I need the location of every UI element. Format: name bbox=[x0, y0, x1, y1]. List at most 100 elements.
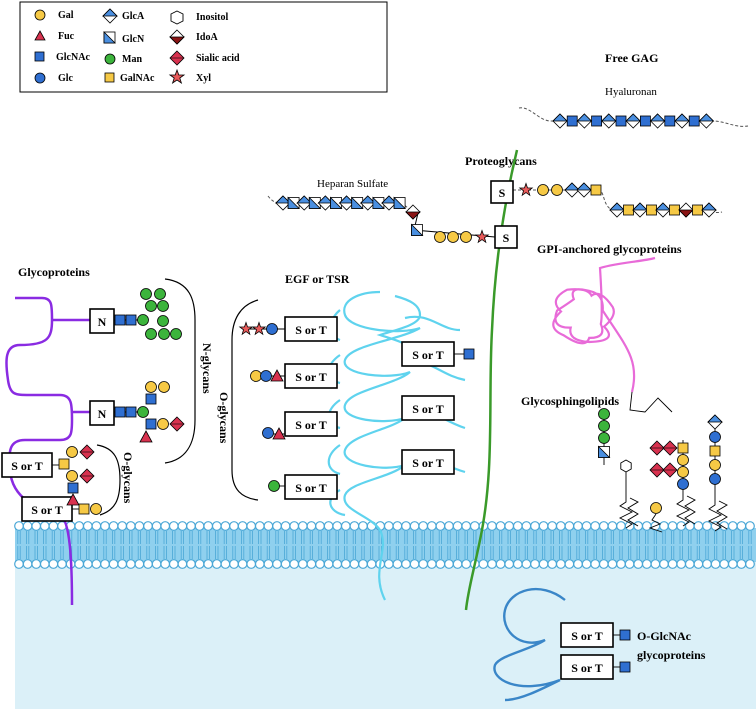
o-glycans-center-bracket bbox=[231, 299, 259, 501]
lipid-head-outer bbox=[31, 521, 42, 531]
man-sugar bbox=[154, 288, 166, 300]
idoa-legend-icon bbox=[169, 29, 185, 45]
lipid-head-outer bbox=[237, 521, 248, 531]
lipid-head-outer bbox=[254, 521, 265, 531]
lipid-head-inner bbox=[366, 559, 377, 569]
lipid-head-inner bbox=[607, 559, 618, 569]
gal-sugar bbox=[650, 502, 662, 514]
lipid-head-outer bbox=[82, 521, 93, 531]
lipid-head-inner bbox=[194, 559, 205, 569]
glcn-sugar bbox=[598, 445, 611, 458]
lipid-head-outer bbox=[383, 521, 394, 531]
svg-text:S or T: S or T bbox=[31, 503, 63, 517]
lipid-head-inner bbox=[693, 559, 704, 569]
lipid-head-inner bbox=[306, 559, 317, 569]
glca-sugar bbox=[275, 195, 291, 211]
lipid-head-inner bbox=[100, 559, 110, 569]
lipid-head-outer bbox=[564, 521, 575, 531]
serine-box-lower: S bbox=[494, 225, 518, 249]
lipid-head-outer bbox=[186, 521, 196, 531]
lipid-head-inner bbox=[564, 559, 575, 569]
st-box-egf: S or T bbox=[284, 411, 338, 437]
man-legend-icon bbox=[104, 53, 116, 65]
lipid-head-inner bbox=[702, 559, 712, 569]
lipid-head-inner bbox=[504, 559, 515, 569]
lipid-head-inner bbox=[444, 559, 454, 569]
lipid-head-inner bbox=[177, 559, 188, 569]
heparan-sulfate-sugars bbox=[275, 195, 490, 244]
man-sugar bbox=[170, 328, 182, 340]
svg-text:S or T: S or T bbox=[571, 629, 603, 643]
lipid-head-inner bbox=[186, 559, 196, 569]
lipid-head-inner bbox=[211, 559, 222, 569]
lipid-head-outer bbox=[512, 521, 523, 531]
o-glcnac-label-2: glycoproteins bbox=[637, 648, 706, 662]
st-box-left-1: S or T bbox=[1, 452, 53, 478]
lipid-head-inner bbox=[581, 559, 592, 569]
man-sugar bbox=[268, 480, 280, 492]
galnac-sugar bbox=[623, 204, 634, 216]
sialic-acid-sugar bbox=[649, 462, 665, 478]
lipid-head-outer bbox=[736, 521, 747, 531]
proteoglycan-sugars bbox=[518, 182, 717, 218]
lipid-head-inner bbox=[82, 559, 93, 569]
lipid-head-inner bbox=[736, 559, 747, 569]
lipid-head-inner bbox=[452, 559, 463, 569]
lipid-head-outer bbox=[392, 521, 403, 531]
lipid-head-outer bbox=[667, 521, 678, 531]
glcnac-sugar bbox=[664, 115, 676, 127]
glcnac-sugar bbox=[125, 314, 137, 326]
o-glycans-left-bracket bbox=[96, 444, 121, 516]
lipid-head-outer bbox=[168, 521, 179, 531]
hyaluronan-sugars bbox=[552, 113, 715, 129]
svg-text:S or T: S or T bbox=[412, 348, 444, 362]
st-box-egf: S or T bbox=[401, 395, 455, 421]
galnac-sugar bbox=[677, 442, 689, 454]
glcn-legend-icon bbox=[103, 31, 116, 44]
lipid-head-outer bbox=[435, 521, 446, 531]
svg-text:S or T: S or T bbox=[295, 370, 327, 384]
legend-label-glcn: GlcN bbox=[122, 34, 145, 45]
lipid-head-inner bbox=[418, 559, 429, 569]
o-glycans-left-label: O-glycans bbox=[121, 452, 135, 504]
lipid-head-outer bbox=[573, 521, 583, 531]
lipid-head-inner bbox=[22, 559, 33, 569]
lipid-head-inner bbox=[461, 559, 472, 569]
fuc-sugar bbox=[139, 430, 153, 443]
glcnac-sugar bbox=[640, 115, 651, 127]
glycosphingolipids bbox=[598, 408, 728, 533]
lipid-head-inner bbox=[272, 559, 282, 569]
lipid-head-inner bbox=[719, 559, 730, 569]
sialic-acid-sugar bbox=[79, 444, 95, 460]
gal-sugar bbox=[157, 418, 169, 430]
lipid-head-inner bbox=[74, 559, 85, 569]
gal-sugar bbox=[158, 381, 170, 393]
sialic-acid-sugar bbox=[79, 468, 95, 484]
svg-text:S or T: S or T bbox=[412, 402, 444, 416]
st-box-egf: S or T bbox=[284, 363, 338, 389]
svg-text:S or T: S or T bbox=[571, 661, 603, 675]
lipid-head-inner bbox=[143, 559, 153, 569]
n-glycans-bracket bbox=[164, 278, 196, 464]
glca-sugar bbox=[707, 414, 723, 430]
lipid-head-inner bbox=[280, 559, 291, 569]
lipid-head-inner bbox=[31, 559, 42, 569]
legend-label-sialic-acid: Sialic acid bbox=[196, 53, 240, 64]
lipid-head-outer bbox=[332, 521, 343, 531]
o-glycans-center-label: O-glycans bbox=[217, 392, 231, 444]
lipid-head-inner bbox=[530, 559, 540, 569]
lipid-head-outer bbox=[134, 521, 145, 531]
lipid-head-outer bbox=[745, 521, 755, 531]
lipid-head-outer bbox=[607, 521, 618, 531]
xyl-sugar bbox=[238, 321, 254, 336]
glcnac-sugar bbox=[619, 661, 631, 673]
legend-label-gal: Gal bbox=[58, 10, 74, 21]
svg-text:N: N bbox=[98, 315, 107, 329]
xyl-sugar bbox=[251, 321, 267, 336]
st-box-o-glcnac: S or T bbox=[560, 622, 614, 648]
st-box-egf: S or T bbox=[284, 474, 338, 500]
glcnac-sugar bbox=[566, 115, 578, 127]
lipid-head-inner bbox=[727, 559, 738, 569]
lipid-head-inner bbox=[151, 559, 162, 569]
lipid-head-outer bbox=[229, 521, 239, 531]
